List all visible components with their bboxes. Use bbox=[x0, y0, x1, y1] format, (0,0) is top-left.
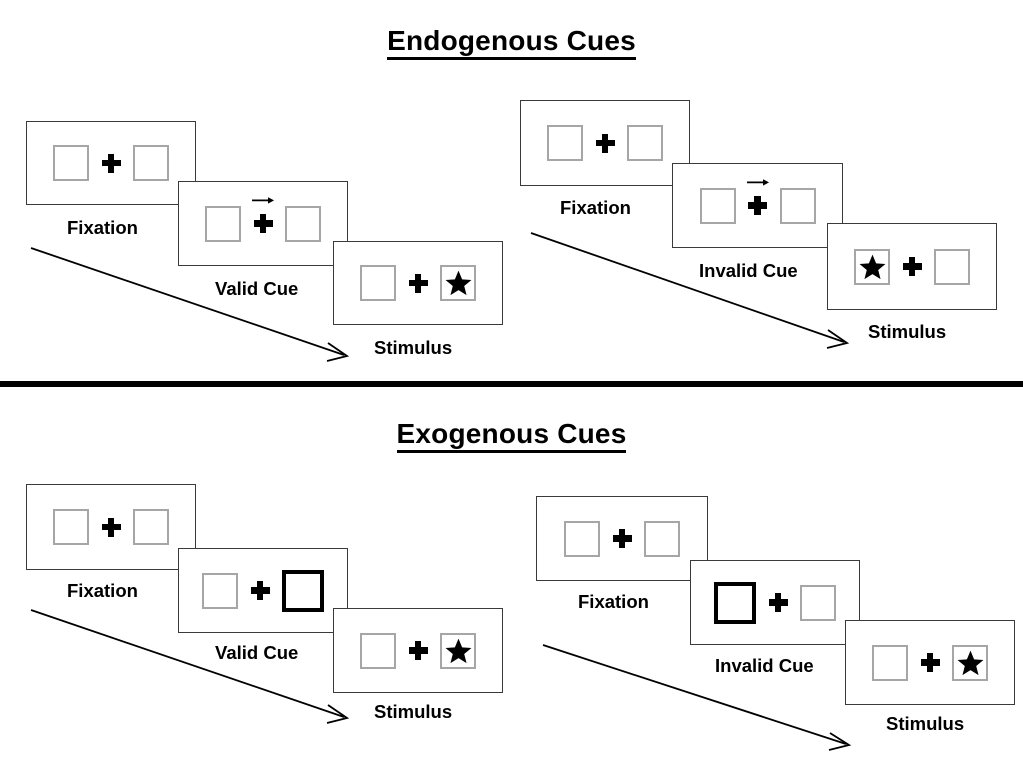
panel-content bbox=[854, 248, 970, 285]
section-title-endogenous-text: Endogenous Cues bbox=[387, 25, 636, 60]
panel-content bbox=[872, 644, 988, 681]
plus-icon bbox=[408, 641, 428, 660]
box-right-cued bbox=[282, 569, 324, 612]
box-right bbox=[800, 584, 836, 621]
fixation-cross bbox=[611, 524, 633, 554]
panel-content bbox=[202, 569, 324, 612]
plus-icon bbox=[253, 214, 273, 233]
fixation-cross bbox=[919, 648, 941, 678]
panel-exogenous-invalid-stimulus[interactable] bbox=[845, 620, 1015, 705]
panel-exogenous-invalid-fixation[interactable] bbox=[536, 496, 708, 581]
box-left bbox=[564, 520, 600, 557]
fixation-cross bbox=[407, 636, 429, 666]
panel-label-endogenous-valid-fixation: Fixation bbox=[67, 217, 138, 238]
star-icon bbox=[957, 650, 983, 675]
box-right bbox=[779, 187, 816, 224]
section-title-endogenous: Endogenous Cues bbox=[0, 25, 1023, 60]
star-icon bbox=[859, 254, 885, 279]
box-left bbox=[699, 187, 736, 224]
panel-label-endogenous-invalid-stimulus: Stimulus bbox=[868, 321, 947, 342]
box-right bbox=[133, 145, 169, 181]
section-title-exogenous: Exogenous Cues bbox=[0, 418, 1023, 453]
panel-content bbox=[205, 196, 321, 242]
fixation-cross bbox=[746, 178, 769, 221]
panel-endogenous-valid-stimulus[interactable] bbox=[333, 241, 503, 325]
plus-icon bbox=[250, 581, 270, 600]
box-left bbox=[854, 248, 890, 285]
box-right bbox=[440, 632, 476, 669]
box-right bbox=[627, 125, 663, 161]
plus-icon bbox=[101, 153, 121, 173]
panel-label-exogenous-invalid-fixation: Fixation bbox=[578, 591, 649, 612]
panel-label-exogenous-invalid-cue: Invalid Cue bbox=[715, 655, 814, 676]
box-right bbox=[952, 644, 988, 681]
panel-endogenous-valid-cue[interactable] bbox=[178, 181, 348, 266]
panel-endogenous-valid-fixation[interactable] bbox=[26, 121, 196, 205]
box-left bbox=[360, 632, 396, 669]
box-left-cued bbox=[714, 581, 756, 624]
fixation-cross bbox=[249, 576, 271, 606]
box-right bbox=[285, 205, 321, 242]
plus-icon bbox=[101, 517, 121, 537]
panel-exogenous-valid-fixation[interactable] bbox=[26, 484, 196, 570]
panel-content bbox=[360, 632, 476, 669]
panel-label-endogenous-valid-cue: Valid Cue bbox=[215, 278, 299, 299]
plus-icon bbox=[768, 593, 788, 612]
panel-label-endogenous-invalid-cue: Invalid Cue bbox=[699, 260, 798, 281]
panel-exogenous-invalid-cue[interactable] bbox=[690, 560, 860, 645]
panel-label-exogenous-valid-fixation: Fixation bbox=[67, 580, 138, 601]
plus-icon bbox=[902, 257, 922, 276]
box-left bbox=[53, 145, 89, 181]
box-left bbox=[872, 644, 908, 681]
fixation-cross bbox=[252, 196, 275, 239]
box-left bbox=[547, 125, 583, 161]
box-right bbox=[440, 265, 476, 301]
plus-icon bbox=[920, 653, 940, 672]
box-left bbox=[205, 205, 241, 242]
fixation-cross bbox=[100, 148, 122, 178]
section-divider bbox=[0, 381, 1023, 387]
panel-content bbox=[699, 178, 816, 224]
star-icon bbox=[445, 270, 471, 296]
box-right bbox=[934, 248, 970, 285]
fixation-cross bbox=[594, 128, 616, 158]
plus-icon bbox=[612, 529, 632, 548]
box-left bbox=[360, 265, 396, 301]
panel-content bbox=[53, 145, 169, 181]
panel-exogenous-valid-cue[interactable] bbox=[178, 548, 348, 633]
plus-icon bbox=[408, 273, 428, 293]
box-left bbox=[202, 572, 238, 609]
panel-content bbox=[714, 581, 836, 624]
panel-endogenous-invalid-cue[interactable] bbox=[672, 163, 843, 248]
plus-icon bbox=[748, 196, 767, 215]
panel-label-endogenous-valid-stimulus: Stimulus bbox=[374, 337, 453, 358]
plus-icon bbox=[595, 133, 615, 153]
fixation-cross bbox=[100, 512, 122, 542]
panel-endogenous-invalid-fixation[interactable] bbox=[520, 100, 690, 186]
panel-content bbox=[53, 509, 169, 545]
panel-exogenous-valid-stimulus[interactable] bbox=[333, 608, 503, 693]
box-left bbox=[53, 509, 89, 545]
fixation-cross bbox=[407, 268, 429, 298]
panel-endogenous-invalid-stimulus[interactable] bbox=[827, 223, 997, 310]
box-right bbox=[133, 509, 169, 545]
fixation-cross bbox=[901, 252, 923, 282]
cue-arrow-right-icon bbox=[746, 178, 769, 186]
panel-label-exogenous-valid-cue: Valid Cue bbox=[215, 642, 299, 663]
panel-content bbox=[360, 265, 476, 301]
box-right bbox=[644, 520, 680, 557]
section-title-exogenous-text: Exogenous Cues bbox=[396, 418, 627, 453]
panel-content bbox=[564, 520, 680, 557]
star-icon bbox=[445, 638, 471, 663]
fixation-cross bbox=[767, 588, 789, 618]
panel-label-exogenous-valid-stimulus: Stimulus bbox=[374, 701, 453, 722]
cue-arrow-right-icon bbox=[252, 196, 275, 204]
panel-content bbox=[547, 125, 663, 161]
panel-label-exogenous-invalid-stimulus: Stimulus bbox=[886, 713, 965, 734]
panel-label-endogenous-invalid-fixation: Fixation bbox=[560, 197, 631, 218]
